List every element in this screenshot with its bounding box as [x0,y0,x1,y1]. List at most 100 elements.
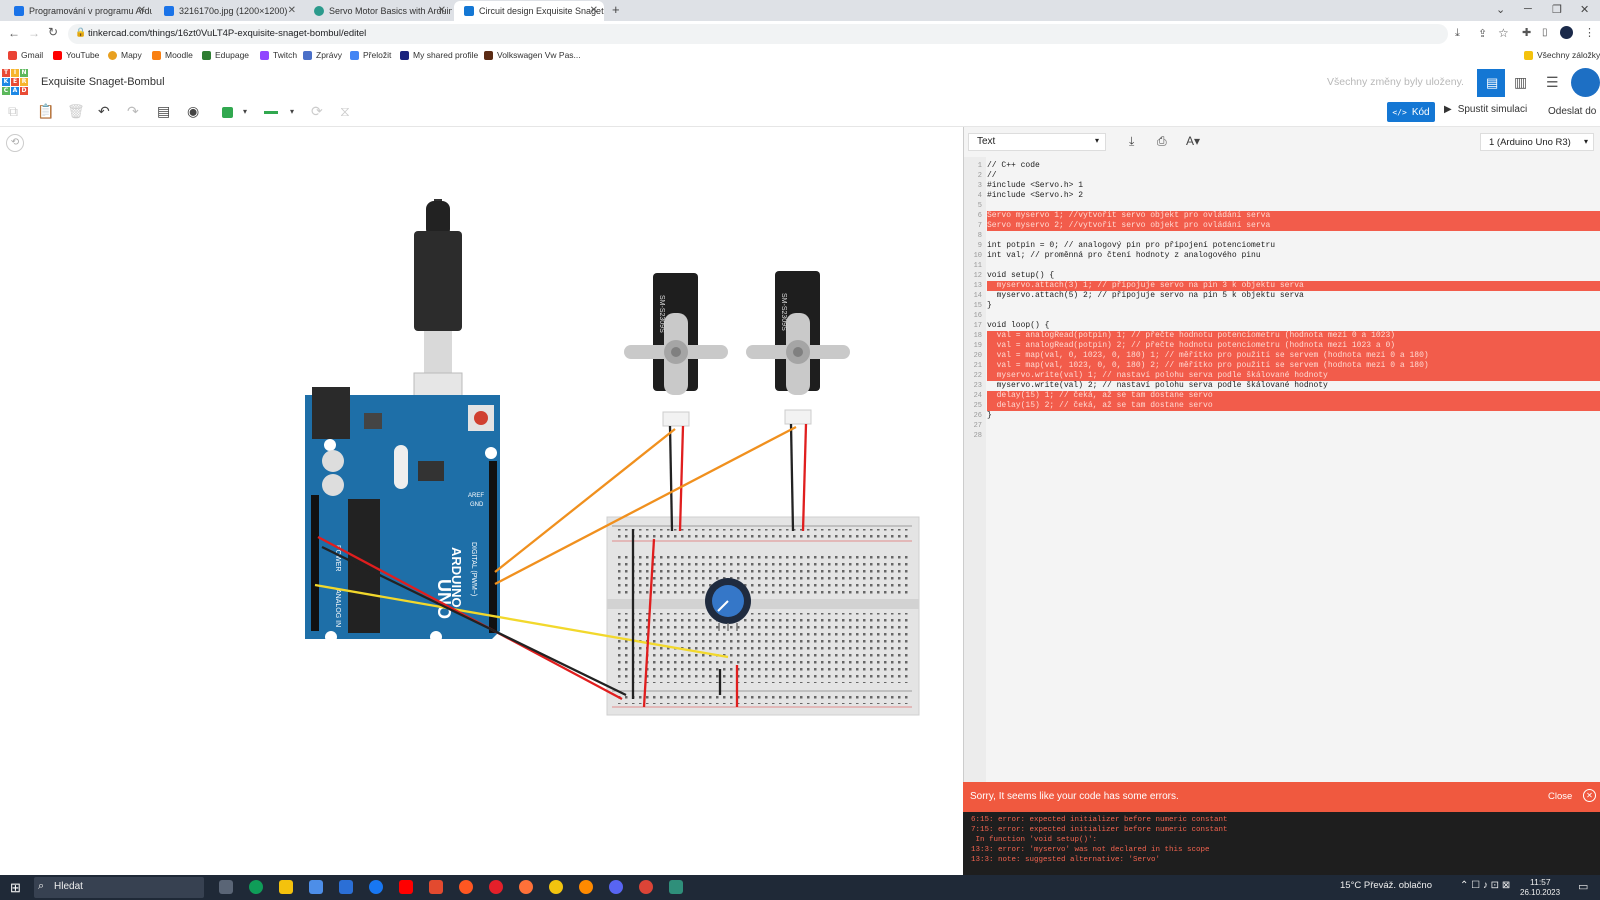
breadboard[interactable] [606,516,920,716]
share-icon[interactable]: ⇪ [1478,28,1488,40]
view-icon[interactable]: ◉ [187,103,200,119]
rotate-icon[interactable]: ⟳ [311,103,323,119]
code-line-error[interactable]: val = map(val, 0, 1023, 0, 180) 1; // mě… [987,351,1600,361]
code-line[interactable] [987,421,1600,431]
component-list-icon[interactable]: ☰ [1546,74,1559,90]
schematic-icon[interactable]: ▥ [1514,74,1528,90]
download-code-icon[interactable]: ⤓ [1129,134,1135,148]
firefox-icon[interactable] [519,880,533,894]
back-icon[interactable]: ← [8,26,20,40]
servo-motor-2[interactable]: SM-S2309S [746,271,850,425]
facebook-icon[interactable] [369,880,383,894]
bookmark-edupage[interactable]: Edupage [202,50,249,60]
editor-mode-select[interactable]: Text ▾ [968,133,1106,151]
lock-icon[interactable]: 🔒 [75,27,87,37]
edge-icon[interactable] [249,880,263,894]
arduino-uno-board[interactable]: ARDUINO UNO DIGITAL (PWM~) ANALOG IN POW… [305,387,500,643]
code-line-error[interactable]: delay(15) 1; // čeká, až se tam dostane … [987,391,1600,401]
bookmark-zpravy[interactable]: Zprávy [303,50,342,60]
chevron-down-icon[interactable]: ▾ [290,107,295,116]
app-icon[interactable] [669,880,683,894]
close-tab-icon[interactable]: ✕ [437,5,446,16]
url-text[interactable]: tinkercad.com/things/16zt0VuLT4P-exquisi… [88,28,367,39]
clock-time[interactable]: 11:57 [1530,877,1551,887]
servo-motor-1[interactable]: SM-S2309S [624,273,728,427]
bookmark-gmail[interactable]: Gmail [8,50,43,60]
opera-icon[interactable] [489,880,503,894]
discord-icon[interactable] [609,880,623,894]
code-line-error[interactable]: val = analogRead(potpin) 2; // přečte ho… [987,341,1600,351]
circuit-view-button[interactable]: ▤ [1477,69,1505,97]
close-error-button[interactable]: Close [1548,791,1573,802]
star-icon[interactable]: ☆ [1498,26,1509,40]
browser-tab[interactable]: 3216170o.jpg (1200×1200) ✕ [154,1,302,21]
mail-icon[interactable] [339,880,353,894]
wire-color-swatch[interactable] [222,107,233,118]
file-explorer-icon[interactable] [279,880,293,894]
code-line-error[interactable]: Servo myservo 2; //vytvořit servo objekt… [987,221,1600,231]
reload-icon[interactable]: ↻ [48,25,59,39]
code-line-error[interactable]: myservo.attach(3) 1; // připojuje servo … [987,281,1600,291]
code-line-error[interactable]: val = map(val, 1023, 0, 0, 180) 2; // mě… [987,361,1600,371]
flip-icon[interactable]: ⧖ [340,103,350,119]
omnibox[interactable] [68,24,1448,44]
font-size-icon[interactable]: A▾ [1186,134,1201,148]
clock-date[interactable]: 26.10.2023 [1520,888,1561,897]
bookmark-twitch[interactable]: Twitch [260,50,297,60]
user-avatar[interactable] [1571,68,1600,97]
design-name[interactable]: Exquisite Snaget-Bombul [41,76,165,88]
restore-icon[interactable]: ❐ [1552,4,1562,16]
send-to-button[interactable]: Odeslat do [1548,106,1597,117]
code-line[interactable] [987,311,1600,321]
notes-icon[interactable]: ▤ [157,103,171,119]
code-line[interactable]: #include <Servo.h> 2 [987,191,1084,200]
minimize-icon[interactable]: ─ [1524,3,1532,15]
copy-icon[interactable]: ⧉ [8,103,18,119]
close-tab-icon[interactable]: ✕ [589,5,598,16]
start-simulation-button[interactable]: ▶Spustit simulaci [1444,104,1528,115]
redo-icon[interactable]: ↷ [127,103,139,119]
profile-avatar[interactable] [1560,26,1573,39]
browser-menu-icon[interactable]: ⋮ [1584,27,1595,39]
task-view-icon[interactable] [219,880,233,894]
bookmark-volkswagen[interactable]: Volkswagen Vw Pas... [484,50,581,60]
tab-search-icon[interactable]: ⌄ [1496,4,1506,16]
code-line[interactable] [987,231,1600,241]
code-line[interactable]: void loop() { [987,321,1050,330]
close-tab-icon[interactable]: ✕ [287,5,296,16]
code-line[interactable]: #include <Servo.h> 1 [987,181,1084,190]
code-line[interactable]: } [987,301,992,310]
code-line[interactable]: int val; // proměnná pro čtení hodnoty z… [987,251,1261,260]
browser-tab[interactable]: Programování v programu Ardu ✕ [4,1,152,21]
code-line[interactable]: // [987,171,997,180]
code-line[interactable]: myservo.attach(5) 2; // připojuje servo … [987,291,1304,300]
close-icon[interactable]: ✕ [1583,789,1596,802]
code-line[interactable] [987,261,1600,271]
browser-tab[interactable]: Servo Motor Basics with Arduin ✕ [304,1,452,21]
code-line[interactable]: // C++ code [987,161,1040,170]
taskbar-search[interactable]: ⌕ Hledat [34,877,204,898]
all-bookmarks[interactable]: Všechny záložky [1524,50,1600,60]
close-window-icon[interactable]: ✕ [1580,4,1590,16]
undo-icon[interactable]: ↶ [98,103,110,119]
code-line[interactable]: void setup() { [987,271,1055,280]
wires[interactable] [314,423,808,708]
youtube-icon[interactable] [399,880,413,894]
windows-start-icon[interactable]: ⊞ [10,880,21,895]
chevron-down-icon[interactable]: ▾ [243,107,248,116]
potentiometer[interactable] [705,578,751,631]
zoom-fit-icon[interactable]: ⟲ [6,134,24,152]
wire-type-swatch[interactable] [264,111,278,114]
app-icon[interactable] [549,880,563,894]
app-icon[interactable] [459,880,473,894]
delete-icon[interactable]: 🗑 [67,103,85,119]
extensions-icon[interactable]: ✚ [1522,27,1532,39]
close-tab-icon[interactable]: ✕ [137,5,146,16]
install-icon[interactable]: ⤓ [1455,27,1460,39]
code-button[interactable]: </>Kód [1387,102,1435,122]
store-icon[interactable] [309,880,323,894]
bookmark-moodle[interactable]: Moodle [152,50,193,60]
bookmark-youtube[interactable]: YouTube [53,50,99,60]
new-tab-button[interactable]: + [612,2,620,17]
code-line[interactable] [987,431,1600,441]
